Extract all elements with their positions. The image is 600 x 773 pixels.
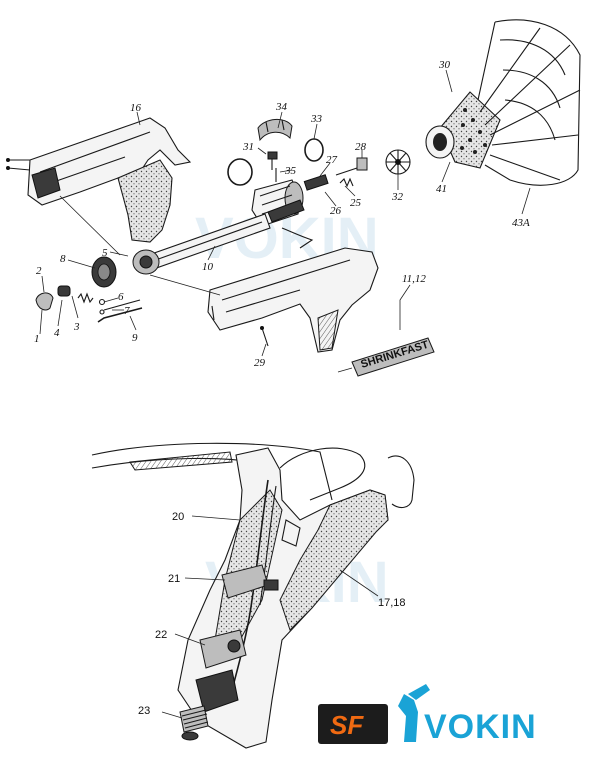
sf-logo: SF [318, 704, 388, 744]
label-11-12: 11,12 [402, 273, 426, 285]
label-3: 3 [73, 321, 80, 333]
label-43a: 43A [512, 217, 530, 229]
label-28: 28 [355, 141, 367, 153]
housing-half-left [6, 117, 192, 243]
label-33: 33 [310, 113, 323, 125]
upper-exploded-view: SHRINKFAST [6, 19, 581, 377]
label-26: 26 [330, 205, 342, 217]
label-2: 2 [36, 265, 42, 277]
label-21: 21 [168, 573, 180, 585]
key-7 [99, 299, 141, 315]
spring-4 [77, 292, 94, 304]
screw-29 [260, 326, 269, 347]
part-labels-upper: 16 34 33 31 35 27 28 30 41 43A 32 25 26 … [34, 59, 530, 369]
hex-key-9 [97, 307, 143, 323]
strain-relief-23 [179, 705, 209, 741]
sf-logo-text: SF [330, 710, 364, 740]
reflector-cage-43a [477, 19, 581, 186]
brand-logos: SF VOKIN [318, 684, 537, 746]
label-6: 6 [118, 291, 124, 303]
label-8: 8 [60, 253, 66, 265]
o-ring-33 [304, 138, 324, 162]
vokin-logo: VOKIN [398, 684, 537, 746]
nozzle-shield-30-41 [425, 91, 501, 169]
label-22: 22 [155, 629, 167, 641]
label-4: 4 [54, 327, 60, 339]
cap-2 [35, 292, 54, 311]
vokin-logo-text: VOKIN [424, 708, 537, 746]
nozzle-3 [57, 285, 71, 297]
housing-half-right [207, 247, 379, 353]
label-25: 25 [350, 197, 362, 209]
label-35: 35 [284, 165, 297, 177]
label-27: 27 [326, 154, 338, 166]
ring-left [227, 158, 253, 186]
fist-icon [398, 684, 430, 742]
label-7: 7 [124, 305, 130, 317]
label-17-18: 17,18 [378, 597, 406, 609]
label-32: 32 [391, 191, 404, 203]
part-labels-lower: 20 21 22 23 17,18 [138, 511, 406, 717]
fan-nut-8 [91, 256, 117, 288]
label-9: 9 [132, 332, 138, 344]
label-5: 5 [102, 247, 108, 259]
label-29: 29 [254, 357, 266, 369]
lower-cutaway-view: 20 21 22 23 17,18 [91, 442, 415, 749]
motor-5 [132, 249, 160, 275]
label-20: 20 [172, 511, 184, 523]
washer-6 [98, 298, 106, 306]
label-30: 30 [438, 59, 451, 71]
clip-34 [257, 119, 293, 142]
screw-31 [267, 151, 278, 170]
label-23: 23 [138, 705, 150, 717]
label-1: 1 [34, 333, 40, 345]
label-10: 10 [202, 261, 214, 273]
label-31: 31 [242, 141, 254, 153]
impeller-32 [385, 149, 411, 175]
label-16: 16 [130, 102, 142, 114]
decal-shrinkfast: SHRINKFAST [337, 337, 435, 377]
leader-lines-upper [39, 69, 531, 357]
label-41: 41 [436, 183, 447, 195]
label-34: 34 [275, 101, 288, 113]
